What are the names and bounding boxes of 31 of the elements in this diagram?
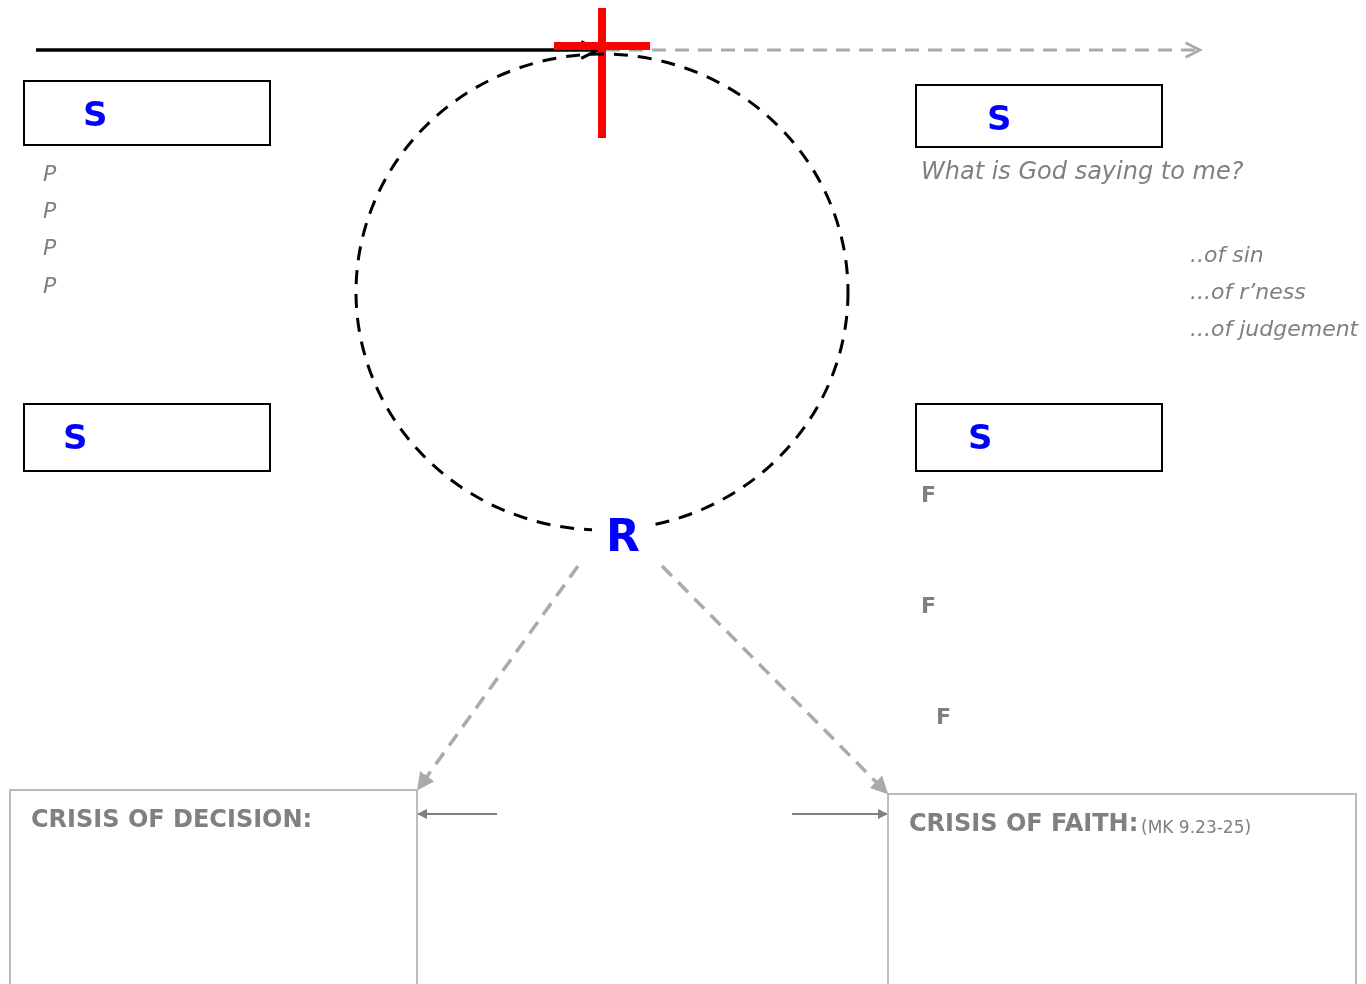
box-letter: S: [968, 417, 993, 457]
arrow: [416, 564, 580, 791]
arrow: [36, 40, 600, 60]
box-letter: S: [63, 417, 88, 457]
note-text: ...of judgement: [1190, 317, 1359, 342]
heading-box: [915, 84, 1163, 148]
letter-label: F: [936, 705, 952, 730]
answer-box: [887, 793, 1357, 984]
letter-label: F: [921, 483, 937, 508]
note-text: ..of sin: [1190, 243, 1264, 268]
answer-box: [9, 789, 418, 984]
arrow: [791, 809, 888, 819]
arrow: [660, 564, 889, 795]
note-text: P: [43, 199, 57, 224]
note-text: P: [43, 236, 57, 261]
box-heading: CRISIS OF FAITH:: [909, 809, 1139, 837]
heading-box: [23, 403, 271, 472]
cross-symbol: [554, 8, 650, 138]
arrow: [606, 41, 1202, 59]
box-letter: S: [83, 94, 108, 134]
scripture-reference: (MK 9.23-25): [1141, 817, 1252, 837]
letter-label: F: [921, 594, 937, 619]
box-letter: S: [987, 98, 1012, 138]
box-heading: CRISIS OF DECISION:: [31, 805, 313, 833]
question-text: What is God saying to me?: [921, 158, 1244, 185]
note-text: P: [43, 274, 57, 299]
heading-box: [915, 403, 1163, 472]
note-text: P: [43, 162, 57, 187]
heading-box: [23, 80, 271, 146]
note-text: ...of r’ness: [1190, 280, 1306, 305]
arrow: [417, 809, 498, 819]
